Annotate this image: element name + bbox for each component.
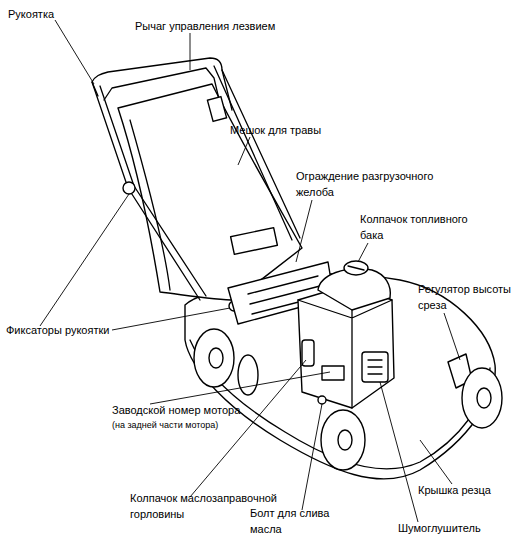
leader-line [55, 20, 94, 84]
part-label: Мешок для травы [230, 122, 350, 138]
lever-clip [207, 97, 226, 122]
oil-drain-bolt [318, 396, 326, 404]
rear-wheel [238, 355, 258, 395]
part-label: Шумоглушитель [398, 520, 518, 536]
handle-rail-right [222, 70, 300, 238]
wheel-hub [477, 388, 491, 408]
leader-line [40, 194, 129, 326]
leader-line [302, 404, 322, 510]
part-label: Ограждение разгрузочного желоба [296, 168, 456, 200]
rear-wheel [194, 329, 234, 387]
leader-line [190, 33, 191, 70]
blade-lever [104, 68, 222, 112]
leader-line [380, 382, 418, 522]
leader-line [444, 313, 460, 360]
wheel-hub [209, 348, 223, 368]
handle-rail-right-inner [214, 66, 292, 240]
leader-line [150, 372, 330, 404]
part-label: Рычаг управления лезвием [135, 18, 315, 34]
handle-rail-left [92, 82, 200, 300]
part-label: (на задней части мотора) [112, 419, 282, 431]
muffler-vents [368, 360, 382, 374]
part-label: Болт для слива масла [250, 505, 346, 537]
handle-rail-left-inner [100, 86, 206, 296]
part-label: Регулятор высоты среза [418, 281, 526, 313]
front-wheel [321, 410, 365, 470]
part-label: Фиксаторы рукоятки [6, 322, 156, 338]
bag-window [231, 228, 278, 255]
muffler [362, 352, 388, 382]
fuel-tank-cap [344, 261, 368, 275]
leader-line [358, 243, 368, 262]
part-label: Заводской номер мотора [112, 402, 282, 418]
leader-line [420, 440, 452, 484]
part-label: Крышка резца [418, 482, 522, 498]
leader-line [238, 137, 250, 165]
leader-line [112, 308, 230, 330]
part-label: Рукоятка [8, 6, 88, 22]
front-wheel [462, 368, 502, 428]
leader-line [296, 200, 312, 262]
handle-lock [123, 182, 135, 194]
cap-grip [348, 266, 364, 270]
part-label: Колпачок топливного бака [360, 211, 494, 243]
bag-seam [130, 120, 170, 290]
wheel-hub [338, 430, 352, 450]
grass-bag [118, 84, 302, 300]
